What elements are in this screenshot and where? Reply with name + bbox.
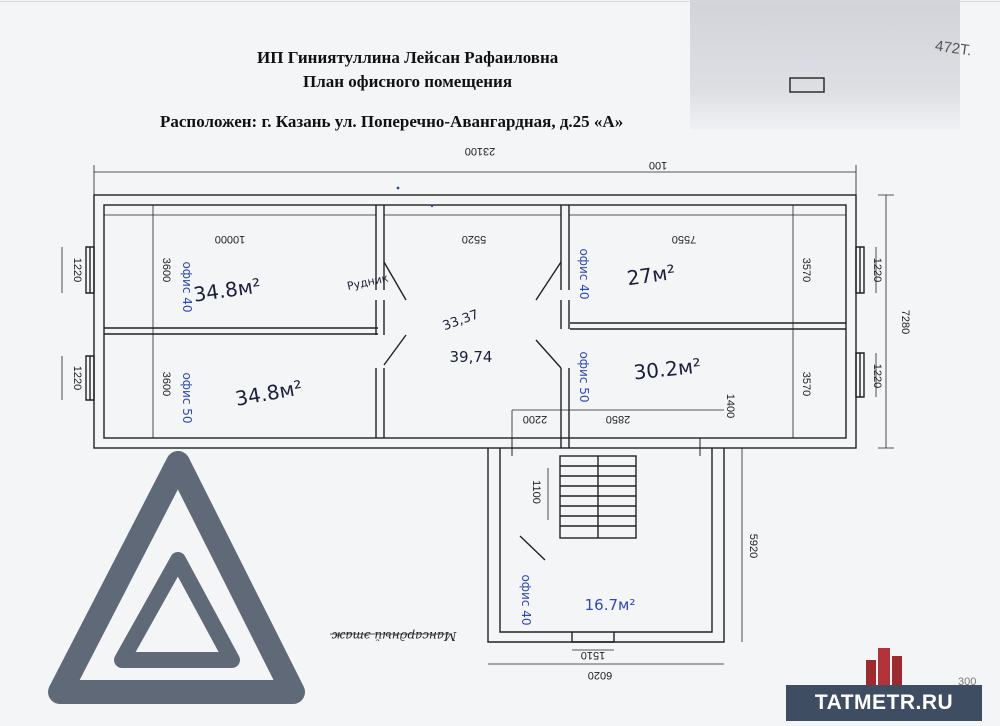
dim-window-right-2: 1220 bbox=[871, 364, 883, 388]
area-bottom-right: 30.2м² bbox=[632, 354, 702, 385]
scan-dot bbox=[396, 186, 400, 190]
outer-wall-main bbox=[93, 194, 857, 449]
dim-stair-right: 1400 bbox=[724, 394, 736, 418]
left-vertical-wall-top bbox=[375, 205, 385, 290]
left-vertical-wall-bottom bbox=[375, 368, 385, 438]
area-top-right: 27м² bbox=[625, 260, 676, 291]
dim-stair-height: 1100 bbox=[530, 480, 542, 504]
building-icon bbox=[866, 648, 902, 688]
office-label: офис 50 bbox=[577, 351, 591, 402]
dim-total-width: 23100 bbox=[465, 145, 496, 157]
door-swing-4 bbox=[535, 339, 562, 369]
door-swing-1 bbox=[383, 261, 407, 301]
dim-line-total-height bbox=[878, 194, 894, 449]
window-left-2 bbox=[85, 355, 95, 401]
window-left-1 bbox=[85, 246, 95, 294]
door-swing-5 bbox=[519, 535, 546, 561]
stair-ticks bbox=[511, 438, 701, 456]
plan-title: План офисного помещения bbox=[303, 72, 513, 91]
right-vertical-wall-mid bbox=[560, 300, 570, 329]
dim-stair-left: 2200 bbox=[523, 413, 547, 425]
dim-window-left-2: 1220 bbox=[71, 366, 83, 390]
dim-right-lower-height: 3570 bbox=[800, 372, 812, 396]
annex-inner-wall bbox=[499, 448, 713, 633]
right-partition bbox=[570, 322, 846, 330]
dim-line-annex-width bbox=[488, 649, 724, 665]
inner-wall-main bbox=[103, 204, 847, 439]
office-label: офис 40 bbox=[519, 574, 533, 625]
area-top-left: 34.8м² bbox=[192, 273, 262, 306]
dim-window-right-1: 1220 bbox=[871, 258, 883, 282]
window-right-2 bbox=[855, 352, 865, 398]
area-corridor-old: 33,37 bbox=[441, 307, 481, 334]
dim-window-left-1: 1220 bbox=[71, 258, 83, 282]
window-annex bbox=[571, 632, 615, 643]
window-right-1 bbox=[855, 246, 865, 294]
office-label: офис 40 bbox=[577, 248, 591, 299]
dim-annex-width: 6020 bbox=[588, 669, 612, 681]
scan-dot bbox=[430, 204, 434, 208]
watermark-brand: TATMETR.RU bbox=[786, 685, 982, 721]
dim-total-height: 7280 bbox=[899, 310, 911, 334]
owner-name: ИП Гиниятуллина Лейсан Рафаиловна bbox=[257, 48, 559, 67]
scan-shadow bbox=[690, 0, 960, 130]
scan-edge-line bbox=[0, 1, 1000, 2]
faint-handwriting: Рудник bbox=[346, 271, 390, 292]
area-corridor: 39,74 bbox=[450, 348, 493, 366]
dim-left-upper-height: 3600 bbox=[160, 258, 172, 282]
office-label: офис 40 bbox=[180, 261, 194, 312]
dim-annex-window: 1510 bbox=[581, 649, 605, 661]
address-line: Расположен: г. Казань ул. Поперечно-Аван… bbox=[160, 112, 624, 131]
dim-right-upper-height: 3570 bbox=[800, 258, 812, 282]
header-stamp-box bbox=[789, 77, 825, 93]
dim-line-total-width bbox=[93, 165, 857, 195]
dim-left-lower-height: 3600 bbox=[160, 372, 172, 396]
dim-stair-width: 2850 bbox=[606, 413, 630, 425]
dim-left-room-width: 10000 bbox=[215, 233, 246, 245]
watermark-triangle-logo bbox=[48, 451, 305, 704]
dim-right-room-width: 7550 bbox=[672, 233, 696, 245]
door-swing-2 bbox=[383, 334, 407, 366]
left-partition bbox=[104, 327, 378, 335]
floor-label: Мансардный этаж bbox=[331, 629, 457, 643]
dim-line-stair bbox=[511, 409, 724, 456]
right-vertical-wall-bottom bbox=[560, 368, 570, 448]
left-vertical-wall-mid bbox=[375, 300, 385, 335]
right-vertical-wall-top bbox=[560, 205, 570, 290]
dim-top-mark: 100 bbox=[649, 159, 667, 171]
page-number: 300 bbox=[958, 676, 977, 688]
area-annex: 16.7м² bbox=[585, 596, 636, 614]
office-label: офис 50 bbox=[180, 372, 194, 423]
dim-annex-height: 5920 bbox=[747, 534, 759, 558]
area-bottom-left: 34.8м² bbox=[233, 375, 304, 410]
dim-middle-width: 5520 bbox=[462, 233, 486, 245]
door-swing-3 bbox=[535, 261, 562, 301]
